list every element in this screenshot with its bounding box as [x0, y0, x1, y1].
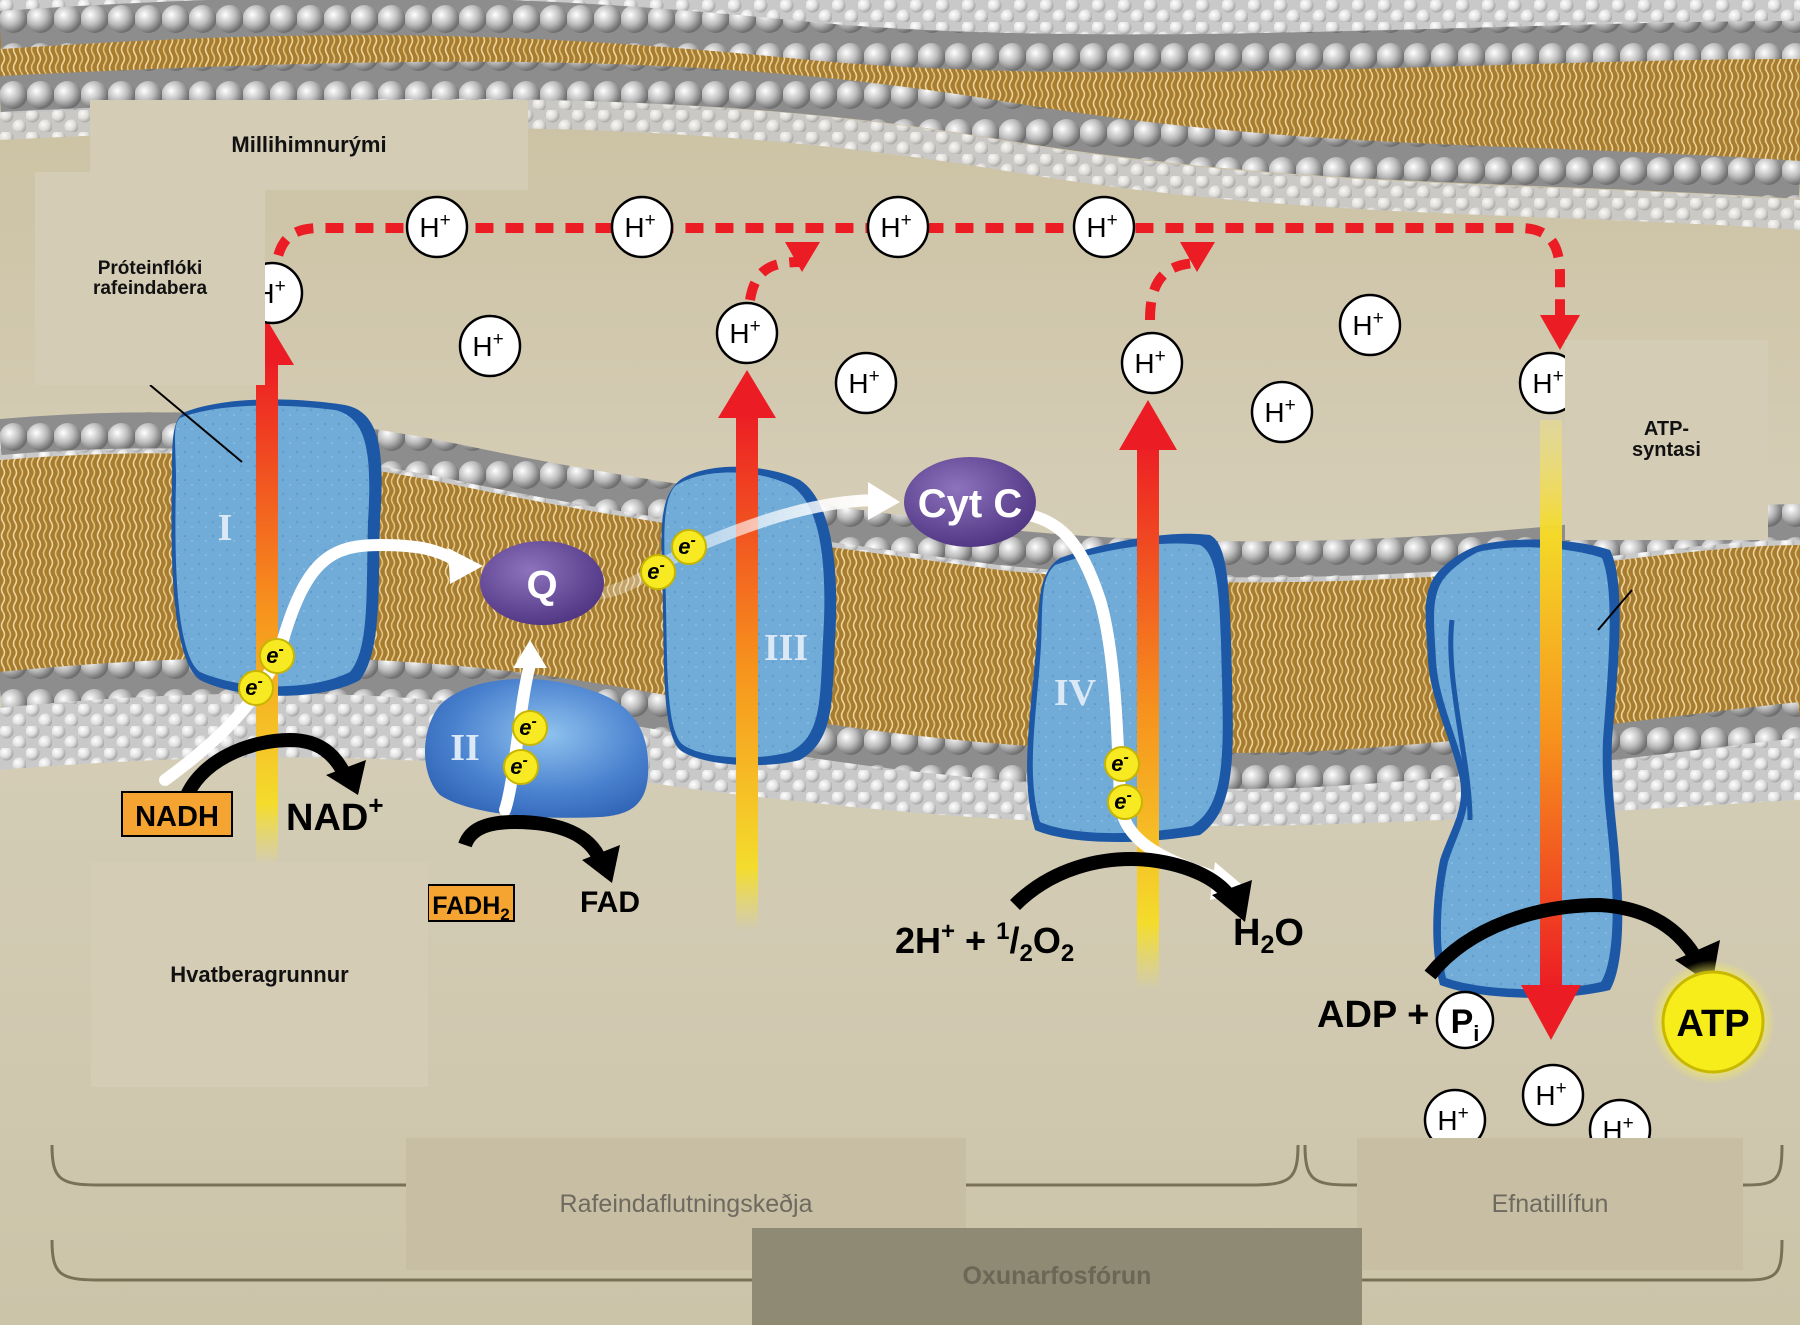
electron-arrowhead-cytc [868, 482, 900, 520]
proton-arrow-iii [736, 410, 758, 930]
oxidative-phosphorylation-label: Oxunarfosfórun [752, 1228, 1362, 1325]
complex-ii [425, 678, 649, 818]
electron-arrowhead-ii [513, 640, 547, 668]
proton-arrow-synthase [1540, 420, 1562, 990]
proton-arrow-i [256, 360, 278, 865]
electron-arrowhead-q [448, 548, 483, 584]
proton-dashed-path [270, 223, 1565, 321]
proton-arrowhead-iv [1119, 400, 1177, 450]
cytc-carrier [904, 457, 1036, 547]
atp-synthase-label: ATP- syntasi [1565, 340, 1768, 540]
complex-iv [1027, 533, 1233, 842]
matrix-label: Hvatberagrunnur [91, 862, 428, 1087]
chemiosmosis-label: Efnatillífun [1357, 1138, 1743, 1270]
dashed-arrowhead-2 [1180, 242, 1215, 272]
atp-disc [1661, 970, 1765, 1074]
reaction-arrowhead-fad [582, 845, 620, 883]
reaction-arrowhead-nad [326, 760, 366, 795]
dashed-arrowhead-3 [1540, 315, 1580, 350]
electron-carrier-complex-label: Próteinflóki rafeindabera [35, 172, 265, 385]
proton-arrowhead-synthase [1521, 985, 1581, 1040]
proton-arrowhead-iii [718, 370, 776, 418]
q-carrier [480, 541, 604, 625]
reaction-arrows [178, 732, 1704, 980]
outer-membrane [0, 0, 1800, 230]
dashed-arrowhead-1 [785, 242, 820, 272]
atp-synthase-shape [1425, 539, 1623, 998]
leader-lines [149, 384, 1633, 631]
proton-arrow-iv [1137, 440, 1159, 990]
reaction-arrowhead-h2o [1212, 880, 1252, 922]
